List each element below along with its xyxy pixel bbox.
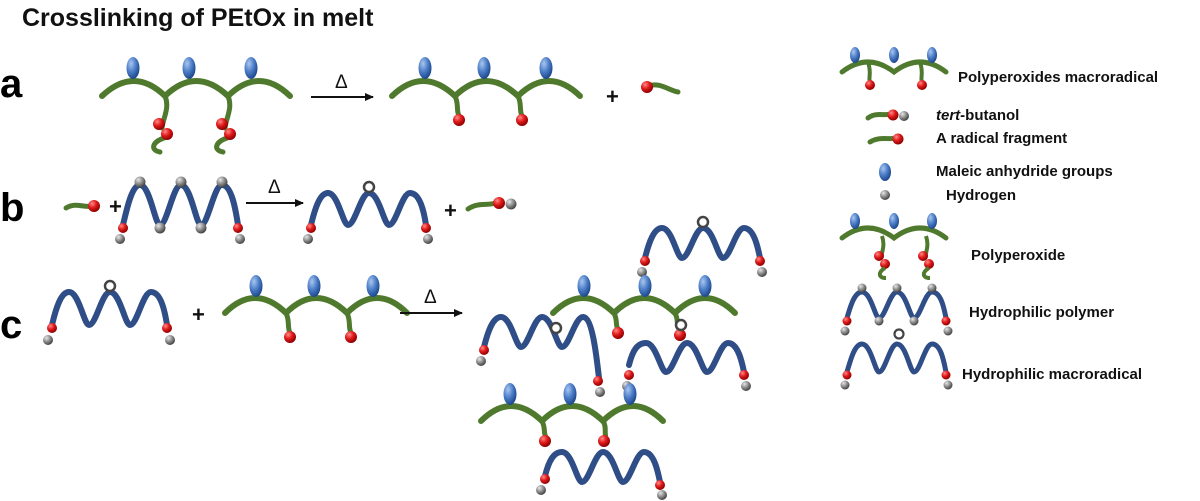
legend-label-tert-butanol: tert-butanol <box>936 107 1019 124</box>
heat-label-a: Δ <box>335 72 348 93</box>
tert-butanol-product <box>465 197 517 212</box>
panel-c: + Δ <box>43 215 767 500</box>
legend-item-hydrogen: Hydrogen <box>880 187 1016 204</box>
plus-sign: + <box>606 84 619 109</box>
legend-label-butanol: -butanol <box>960 107 1019 124</box>
hydrophilic-polymer-reactant <box>115 176 245 244</box>
legend-label-tert: tert <box>936 107 961 124</box>
panel-b: + Δ + <box>63 176 517 244</box>
radical-fragment-product <box>641 81 681 95</box>
diagram-title: Crosslinking of PEtOx in melt <box>22 4 374 32</box>
legend-label-polyperoxide: Polyperoxide <box>971 247 1065 264</box>
legend-label-maleic-anhydride: Maleic anhydride groups <box>936 163 1113 180</box>
polyperoxides-macroradical-product <box>389 57 583 126</box>
legend-label-hydrogen: Hydrogen <box>946 187 1016 204</box>
legend-item-maleic-anhydride: Maleic anhydride groups <box>879 163 1113 181</box>
plus-sign: + <box>444 198 457 223</box>
radical-fragment-reactant <box>63 200 100 212</box>
heat-label-c: Δ <box>424 287 437 308</box>
heat-label-b: Δ <box>268 177 281 198</box>
polyperoxides-macroradical-reactant <box>222 275 410 343</box>
hydrophilic-macroradical-reactant <box>43 279 175 345</box>
legend-label-hydrophilic-polymer: Hydrophilic polymer <box>969 304 1114 321</box>
legend-label-polyperoxides-macroradical: Polyperoxides macroradical <box>958 69 1158 86</box>
legend-item-radical-fragment: A radical fragment <box>867 130 1067 147</box>
legend-item-tert-butanol: tert-butanol <box>865 107 1019 124</box>
legend-item-polyperoxide: Polyperoxide <box>839 213 1065 280</box>
panel-label-c: c <box>0 303 22 347</box>
legend: Polyperoxides macroradical tert-butanol … <box>839 47 1158 390</box>
panel-label-a: a <box>0 62 23 106</box>
polyperoxide-reactant <box>99 57 293 155</box>
legend-label-radical-fragment: A radical fragment <box>936 130 1067 147</box>
plus-sign: + <box>192 302 205 327</box>
panel-label-b: b <box>0 186 24 230</box>
crosslinked-network-product <box>476 215 767 500</box>
panel-a: Δ + <box>99 57 681 155</box>
legend-item-hydrophilic-polymer: Hydrophilic polymer <box>840 283 1114 336</box>
legend-label-hydrophilic-macroradical: Hydrophilic macroradical <box>962 366 1142 383</box>
legend-item-polyperoxides-macroradical: Polyperoxides macroradical <box>839 47 1158 90</box>
hydrophilic-macroradical-product <box>303 180 433 244</box>
legend-item-hydrophilic-macroradical: Hydrophilic macroradical <box>840 328 1142 390</box>
plus-sign: + <box>109 194 122 219</box>
